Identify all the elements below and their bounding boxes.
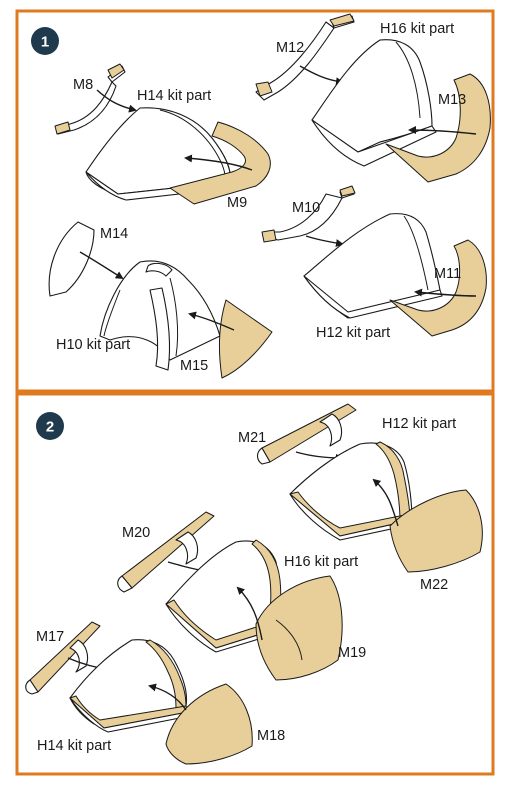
arrow-m9: [184, 154, 253, 171]
step-1-badge: 1: [31, 27, 59, 55]
label-m12: M12: [276, 40, 304, 56]
label-h16-step1: H16 kit part: [380, 21, 454, 37]
step-2-panel: 2 M21 H12 kit part M22 M20: [15, 392, 495, 776]
step-1-badge-circle: [31, 27, 59, 55]
label-m13: M13: [438, 92, 466, 108]
m12-mask-part: [255, 13, 355, 101]
step-2-badge-circle: [36, 412, 64, 440]
m20-mask-part: [117, 511, 215, 593]
label-h14-step2: H14 kit part: [37, 738, 111, 754]
arrow-m14: [79, 251, 124, 280]
step-2-frame: [15, 392, 495, 776]
step-1-panel: 1 M8 H14 kit part M9: [15, 9, 495, 393]
label-m22: M22: [420, 577, 448, 593]
arrow-m12: [299, 65, 344, 86]
m9-mask-part: [169, 121, 271, 205]
m10-mask-part: [261, 185, 356, 243]
step-2-number: 2: [46, 419, 54, 436]
m22-mask-part: [389, 489, 483, 573]
h14-kit-part-step2: [69, 639, 191, 733]
arrow-m13: [408, 126, 477, 135]
arrow-m15: [188, 311, 235, 331]
label-m18: M18: [257, 728, 285, 744]
label-h10: H10 kit part: [56, 337, 130, 353]
h12-kit-part: [303, 213, 443, 319]
m14-mask-part: [48, 221, 95, 297]
step-2-badge: 2: [36, 412, 64, 440]
step-1-frame: [15, 9, 495, 393]
label-m19: M19: [338, 645, 366, 661]
label-m14: M14: [100, 226, 128, 242]
h10-kit-part: [99, 260, 221, 371]
m8-mask-part: [54, 63, 126, 135]
label-m9: M9: [227, 195, 247, 211]
arrow-m10: [305, 235, 344, 247]
m18-mask-part: [165, 683, 253, 765]
label-m21: M21: [238, 430, 266, 446]
m11-mask-part: [389, 239, 487, 337]
m13-mask-part: [385, 73, 491, 183]
label-m10: M10: [292, 200, 320, 216]
h16-kit-part-step2: [165, 539, 283, 653]
label-m8: M8: [73, 77, 93, 93]
m15-mask-part: [218, 299, 273, 379]
m19-mask-part: [255, 575, 343, 681]
label-h12-step2: H12 kit part: [382, 416, 456, 432]
label-h16-step2: H16 kit part: [284, 554, 358, 570]
step-1-number: 1: [41, 34, 49, 51]
arrow-m11: [414, 288, 477, 297]
arrow-m8: [96, 89, 137, 113]
m21-mask-part: [256, 403, 357, 465]
arrow-m22: [372, 478, 399, 527]
arrow-m18: [148, 683, 187, 711]
arrow-m19: [236, 586, 263, 641]
label-m15: M15: [180, 358, 208, 374]
label-h12-step1: H12 kit part: [316, 325, 390, 341]
label-m17: M17: [36, 629, 64, 645]
h12-kit-part-step2: [289, 441, 415, 541]
h16-kit-part: [311, 39, 437, 167]
label-m20: M20: [122, 525, 150, 541]
label-h14-step1: H14 kit part: [137, 88, 211, 104]
label-m11: M11: [434, 266, 461, 282]
